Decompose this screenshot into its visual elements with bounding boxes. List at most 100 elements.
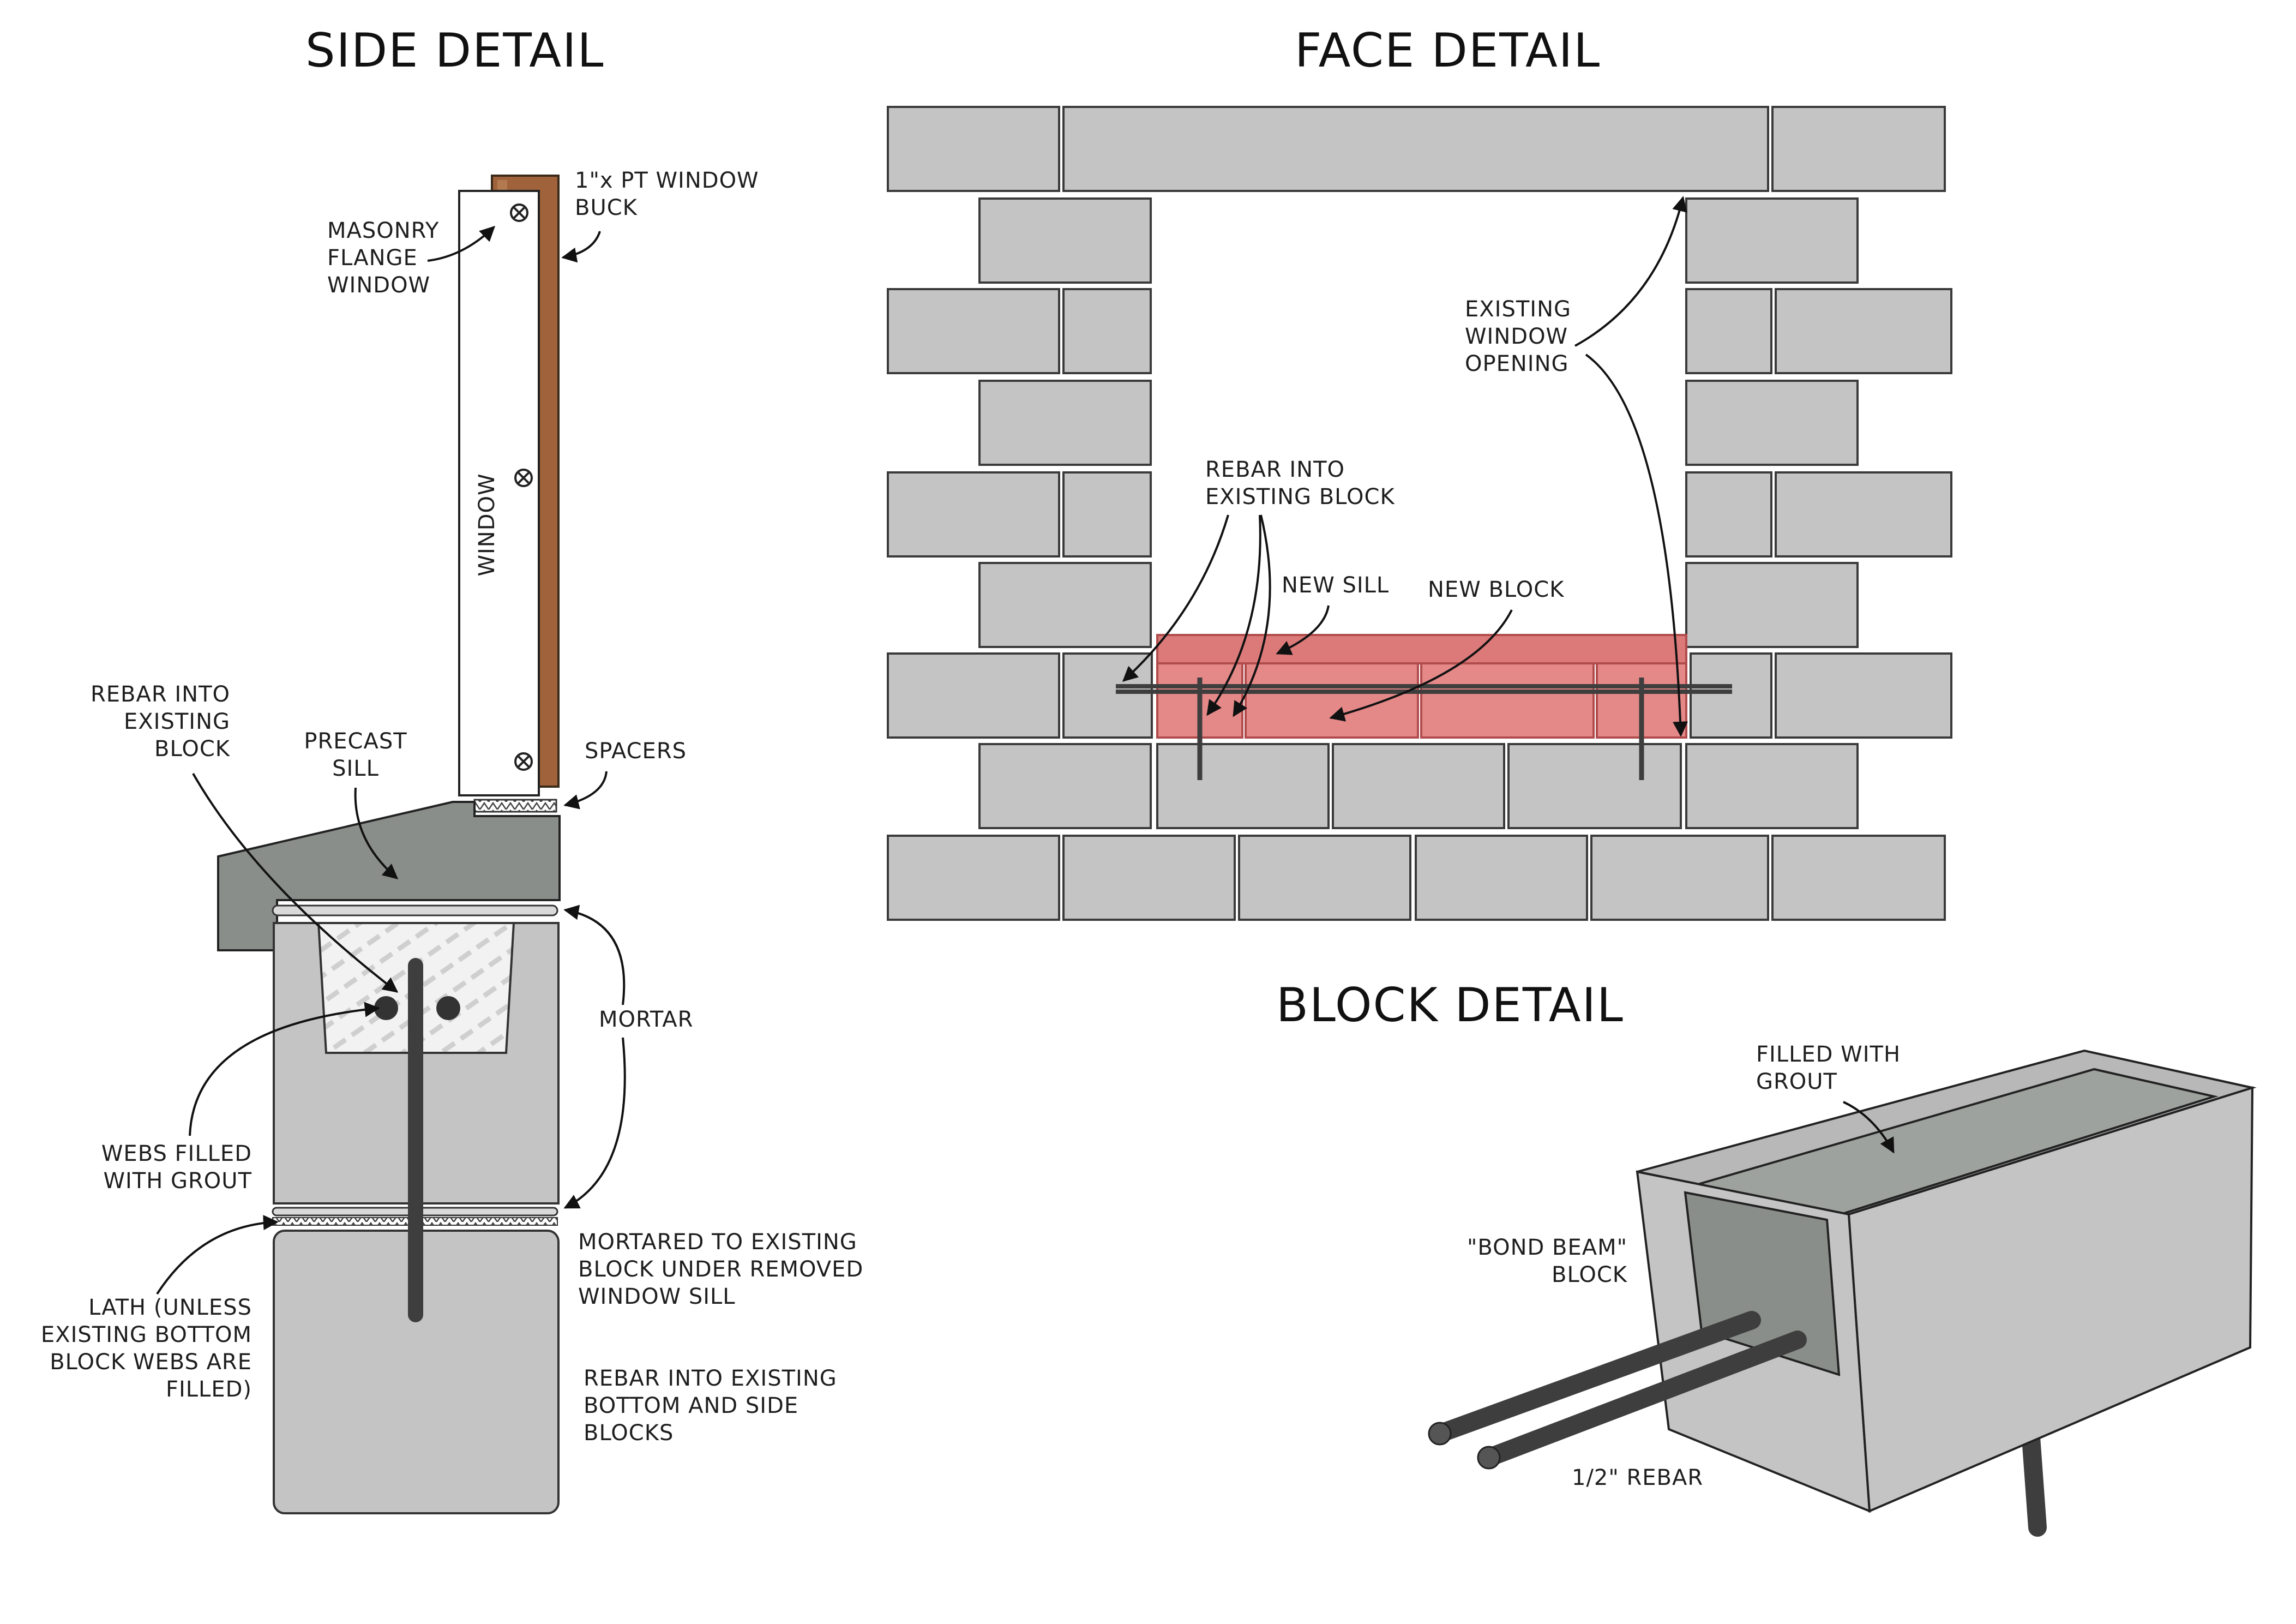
mortar-bed-top: [272, 904, 558, 916]
block-detail: FILLED WITH GROUT "BOND BEAM" BLOCK 1/2"…: [1428, 1042, 2257, 1537]
svg-text:BLOCK: BLOCK: [154, 736, 231, 762]
label-spacers: SPACERS: [585, 739, 687, 764]
spacers: [473, 799, 557, 813]
svg-text:EXISTING BLOCK: EXISTING BLOCK: [1205, 484, 1395, 510]
svg-text:EXISTING BOTTOM: EXISTING BOTTOM: [41, 1322, 252, 1347]
label-new-block: NEW BLOCK: [1428, 577, 1565, 602]
svg-text:BLOCK: BLOCK: [1552, 1262, 1628, 1287]
svg-text:BUCK: BUCK: [575, 195, 638, 220]
existing-block: [1775, 652, 1952, 739]
svg-text:MASONRY: MASONRY: [327, 218, 439, 243]
existing-block: [1332, 743, 1505, 829]
block-detail-heading: BLOCK DETAIL: [1276, 978, 1624, 1033]
rebar-rod: [1431, 1311, 1761, 1443]
existing-block: [978, 743, 1152, 829]
svg-text:1"x PT WINDOW: 1"x PT WINDOW: [575, 168, 759, 193]
label-mortar: MORTAR: [599, 1007, 693, 1032]
svg-text:SILL: SILL: [332, 756, 379, 781]
existing-block: [1062, 471, 1152, 558]
svg-text:WINDOW SILL: WINDOW SILL: [578, 1284, 736, 1309]
svg-text:FLANGE: FLANGE: [327, 245, 418, 271]
label-rebar-bottom: REBAR INTO EXISTING BOTTOM AND SIDE BLOC…: [584, 1366, 837, 1446]
rebar-end: [374, 996, 398, 1020]
existing-block: [887, 835, 1060, 921]
existing-block: [887, 288, 1060, 374]
existing-block: [1690, 652, 1772, 739]
existing-block: [978, 197, 1152, 284]
svg-text:FILLED): FILLED): [166, 1377, 252, 1402]
new-blocks: [1156, 662, 1687, 739]
existing-block: [1507, 743, 1682, 829]
svg-text:BLOCK UNDER REMOVED: BLOCK UNDER REMOVED: [578, 1257, 863, 1282]
screw-icon: [510, 203, 533, 771]
label-rebar-block: REBAR INTO EXISTING BLOCK: [1205, 457, 1395, 510]
label-bond-beam: "BOND BEAM" BLOCK: [1467, 1235, 1628, 1287]
label-filled-grout: FILLED WITH GROUT: [1756, 1042, 1901, 1094]
svg-text:FILLED WITH: FILLED WITH: [1756, 1042, 1901, 1067]
face-detail: EXISTING WINDOW OPENING REBAR INTO EXIST…: [887, 106, 1952, 921]
rebar-end: [436, 996, 460, 1020]
label-existing-opening: EXISTING WINDOW OPENING: [1465, 297, 1571, 376]
existing-block: [1775, 288, 1952, 374]
svg-text:REBAR INTO: REBAR INTO: [91, 682, 230, 707]
svg-text:PRECAST: PRECAST: [304, 729, 407, 754]
label-lath: LATH (UNLESS EXISTING BOTTOM BLOCK WEBS …: [41, 1295, 252, 1402]
side-detail: WINDOW 1"x PT WINDOW BUCK: [41, 168, 863, 1514]
new-block: [1420, 662, 1595, 739]
existing-block: [1062, 106, 1769, 192]
svg-text:BLOCK WEBS ARE: BLOCK WEBS ARE: [50, 1350, 252, 1375]
svg-text:EXISTING: EXISTING: [124, 709, 230, 734]
rebar-rod: [1480, 1331, 1807, 1467]
existing-block: [1775, 471, 1952, 558]
svg-text:BLOCKS: BLOCKS: [584, 1421, 674, 1446]
block-wall: [887, 106, 1952, 921]
svg-text:EXISTING: EXISTING: [1465, 297, 1571, 322]
svg-text:REBAR INTO EXISTING: REBAR INTO EXISTING: [584, 1366, 837, 1391]
existing-block: [1771, 106, 1946, 192]
face-detail-heading: FACE DETAIL: [1295, 23, 1601, 78]
label-precast-sill: PRECAST SILL: [304, 729, 407, 781]
svg-text:OPENING: OPENING: [1465, 351, 1569, 376]
existing-block: [1685, 471, 1772, 558]
label-rebar-size: 1/2" REBAR: [1572, 1465, 1703, 1490]
existing-block: [1590, 835, 1769, 921]
svg-text:MORTARED TO EXISTING: MORTARED TO EXISTING: [578, 1230, 857, 1255]
existing-block: [1238, 835, 1411, 921]
label-new-sill: NEW SILL: [1282, 573, 1389, 598]
existing-block: [1415, 835, 1588, 921]
svg-text:WINDOW: WINDOW: [327, 273, 430, 298]
label-mortared-to: MORTARED TO EXISTING BLOCK UNDER REMOVED…: [578, 1230, 863, 1309]
side-detail-heading: SIDE DETAIL: [305, 23, 604, 78]
svg-text:LATH (UNLESS: LATH (UNLESS: [88, 1295, 252, 1320]
existing-block: [1156, 743, 1330, 829]
svg-text:WITH GROUT: WITH GROUT: [103, 1168, 252, 1194]
svg-text:WEBS FILLED: WEBS FILLED: [101, 1141, 252, 1166]
svg-text:REBAR INTO: REBAR INTO: [1205, 457, 1345, 482]
existing-block: [1685, 562, 1859, 648]
existing-block: [887, 106, 1060, 192]
label-webs-filled: WEBS FILLED WITH GROUT: [101, 1141, 252, 1194]
existing-block: [1062, 835, 1236, 921]
existing-block: [1685, 380, 1859, 466]
existing-block: [887, 471, 1060, 558]
existing-block: [978, 562, 1152, 648]
existing-block: [978, 380, 1152, 466]
window-label: WINDOW: [474, 473, 500, 576]
block-side-face: [1847, 1086, 2254, 1513]
svg-text:BOTTOM AND SIDE: BOTTOM AND SIDE: [584, 1393, 798, 1418]
existing-block: [1062, 288, 1152, 374]
svg-text:WINDOW: WINDOW: [1465, 324, 1568, 349]
label-rebar-existing: REBAR INTO EXISTING BLOCK: [91, 682, 231, 762]
label-window-buck: 1"x PT WINDOW BUCK: [575, 168, 759, 220]
window-frame: [458, 190, 540, 796]
new-block: [1245, 662, 1419, 739]
existing-block: [887, 652, 1060, 739]
existing-block: [1685, 743, 1859, 829]
svg-text:"BOND BEAM": "BOND BEAM": [1467, 1235, 1627, 1260]
label-masonry-flange: MASONRY FLANGE WINDOW: [327, 218, 439, 298]
existing-block: [1771, 835, 1946, 921]
existing-block: [1685, 288, 1772, 374]
svg-text:GROUT: GROUT: [1756, 1069, 1837, 1094]
existing-block: [1685, 197, 1859, 284]
